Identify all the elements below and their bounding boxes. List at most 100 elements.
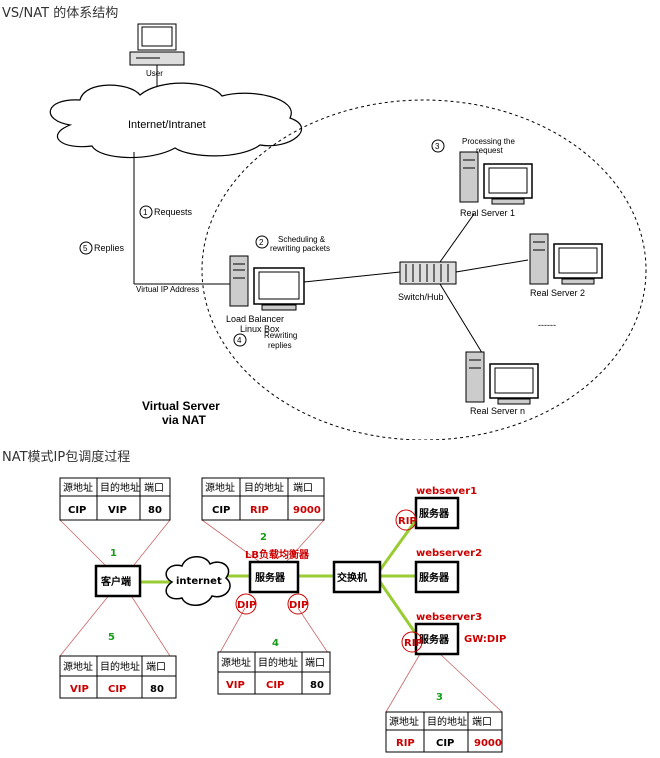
webserver2-label: 服务器 bbox=[419, 571, 450, 584]
packet-table-2: 源地址 目的地址 端口 CIP RIP 9000 bbox=[201, 477, 325, 521]
webserver3-label: 服务器 bbox=[419, 633, 450, 646]
lb-label-line1: Load Balancer bbox=[226, 314, 284, 324]
caption-line1: Virtual Server bbox=[142, 399, 220, 413]
t5-port: 80 bbox=[150, 684, 164, 695]
lb-server-label: 服务器 bbox=[255, 571, 286, 584]
t2-dst: RIP bbox=[250, 505, 269, 516]
internet-cloud-label: Internet/Intranet bbox=[128, 119, 206, 131]
t4-dst: CIP bbox=[266, 680, 284, 691]
t4-src: VIP bbox=[226, 680, 245, 691]
t1-port: 80 bbox=[148, 505, 162, 516]
t3-header-src: 源地址 bbox=[389, 715, 419, 728]
section1-heading: VS/NAT 的体系结构 bbox=[2, 6, 119, 21]
step-number-5: 5 bbox=[108, 632, 115, 643]
step3-line2: request bbox=[476, 146, 503, 155]
t5-header-src: 源地址 bbox=[63, 660, 93, 673]
step-number-2: 2 bbox=[260, 532, 267, 543]
rip-label-1: RIP bbox=[398, 516, 417, 527]
step2-number: 2 bbox=[259, 238, 264, 247]
client-box bbox=[94, 564, 142, 598]
packet-table-4: 源地址 目的地址 端口 VIP CIP 80 bbox=[217, 651, 331, 695]
webserver2-box bbox=[414, 560, 460, 594]
step4-line1: Rewriting bbox=[264, 331, 297, 340]
webserver3-title: webserver3 bbox=[416, 612, 482, 623]
t2-header-dst: 目的地址 bbox=[244, 481, 284, 494]
real-server-2-icon bbox=[529, 233, 603, 285]
t4-header-port: 端口 bbox=[305, 656, 325, 669]
dip-label-2: DIP bbox=[289, 600, 308, 611]
real-server-1-icon bbox=[459, 151, 533, 205]
user-computer-icon bbox=[129, 23, 185, 66]
step-number-4: 4 bbox=[272, 638, 279, 649]
t3-dst: CIP bbox=[436, 738, 454, 749]
real-server-n-icon bbox=[465, 351, 539, 405]
packet-table-3: 源地址 目的地址 端口 RIP CIP 9000 bbox=[385, 711, 503, 753]
step3-number: 3 bbox=[435, 142, 440, 151]
t5-dst: CIP bbox=[108, 684, 126, 695]
internet-cloud-2 bbox=[165, 556, 231, 606]
caption-line2: via NAT bbox=[162, 413, 206, 427]
step5-label: Replies bbox=[94, 243, 125, 253]
t5-src: VIP bbox=[70, 684, 89, 695]
lb-label-line2: Linux Box bbox=[240, 324, 280, 334]
t3-header-dst: 目的地址 bbox=[427, 715, 467, 728]
t2-port: 9000 bbox=[293, 505, 321, 516]
webserver3-box bbox=[414, 622, 460, 656]
t2-src: CIP bbox=[212, 505, 230, 516]
t3-port: 9000 bbox=[474, 738, 502, 749]
step4-number: 4 bbox=[237, 336, 242, 345]
t3-src: RIP bbox=[396, 738, 415, 749]
switch-label-2: 交换机 bbox=[337, 571, 367, 584]
internet-cloud-label-2: internet bbox=[176, 576, 222, 587]
t1-header-dst: 目的地址 bbox=[100, 481, 140, 494]
user-label: User bbox=[146, 69, 163, 78]
lb-server-box bbox=[248, 560, 300, 594]
step-number-3: 3 bbox=[436, 692, 443, 703]
real-server-n-label: Real Server n bbox=[470, 406, 525, 416]
t5-header-dst: 目的地址 bbox=[100, 660, 140, 673]
step2-line1: Scheduling & bbox=[278, 235, 326, 244]
step4-line2: replies bbox=[268, 341, 292, 350]
t3-header-port: 端口 bbox=[472, 715, 492, 728]
t1-header-src: 源地址 bbox=[63, 481, 93, 494]
client-label: 客户端 bbox=[100, 575, 131, 588]
packet-table-5: 源地址 目的地址 端口 VIP CIP 80 bbox=[59, 655, 177, 699]
step-number-1: 1 bbox=[110, 548, 117, 559]
webserver1-label: 服务器 bbox=[419, 507, 450, 520]
switch-hub-icon bbox=[399, 261, 457, 285]
t5-header-port: 端口 bbox=[146, 660, 166, 673]
lb-title: LB负载均衡器 bbox=[245, 548, 310, 561]
t1-header-port: 端口 bbox=[144, 481, 164, 494]
virtual-server-boundary bbox=[201, 99, 647, 440]
step3-line1: Processing the bbox=[462, 137, 515, 146]
t2-header-port: 端口 bbox=[293, 481, 313, 494]
internet-cloud bbox=[49, 82, 303, 159]
t2-header-src: 源地址 bbox=[205, 481, 235, 494]
more-servers-ellipsis: ------ bbox=[538, 320, 556, 330]
vs-nat-architecture-diagram: User Internet/Intranet Virtual IP Addres… bbox=[49, 23, 647, 440]
step2-line2: rewriting packets bbox=[270, 244, 330, 253]
step1-label: Requests bbox=[154, 207, 193, 217]
rip-label-3: RIP bbox=[404, 638, 423, 649]
real-server-2-label: Real Server 2 bbox=[530, 288, 585, 298]
dip-label-1: DIP bbox=[237, 600, 256, 611]
packet-table-1: 源地址 目的地址 端口 CIP VIP 80 bbox=[59, 477, 171, 521]
t1-dst: VIP bbox=[108, 505, 127, 516]
webserver1-title: websever1 bbox=[416, 486, 477, 497]
step5-number: 5 bbox=[83, 244, 88, 253]
webserver1-box bbox=[414, 496, 460, 530]
gateway-label: GW:DIP bbox=[464, 634, 506, 645]
load-balancer-computer-icon bbox=[229, 255, 305, 311]
webserver2-title: webserver2 bbox=[416, 548, 482, 559]
switch-label: Switch/Hub bbox=[398, 292, 444, 302]
t1-src: CIP bbox=[68, 505, 86, 516]
section2-heading: NAT模式IP包调度过程 bbox=[2, 450, 131, 465]
step1-number: 1 bbox=[143, 208, 148, 217]
switch-box bbox=[332, 560, 382, 594]
virtual-ip-label: Virtual IP Address bbox=[136, 285, 199, 294]
real-server-1-label: Real Server 1 bbox=[460, 208, 515, 218]
t4-header-src: 源地址 bbox=[221, 656, 251, 669]
t4-port: 80 bbox=[310, 680, 324, 691]
t4-header-dst: 目的地址 bbox=[258, 656, 298, 669]
nat-ip-packet-diagram: 源地址 目的地址 端口 CIP VIP 80 源地址 目的地址 端口 CIP R… bbox=[59, 477, 506, 753]
